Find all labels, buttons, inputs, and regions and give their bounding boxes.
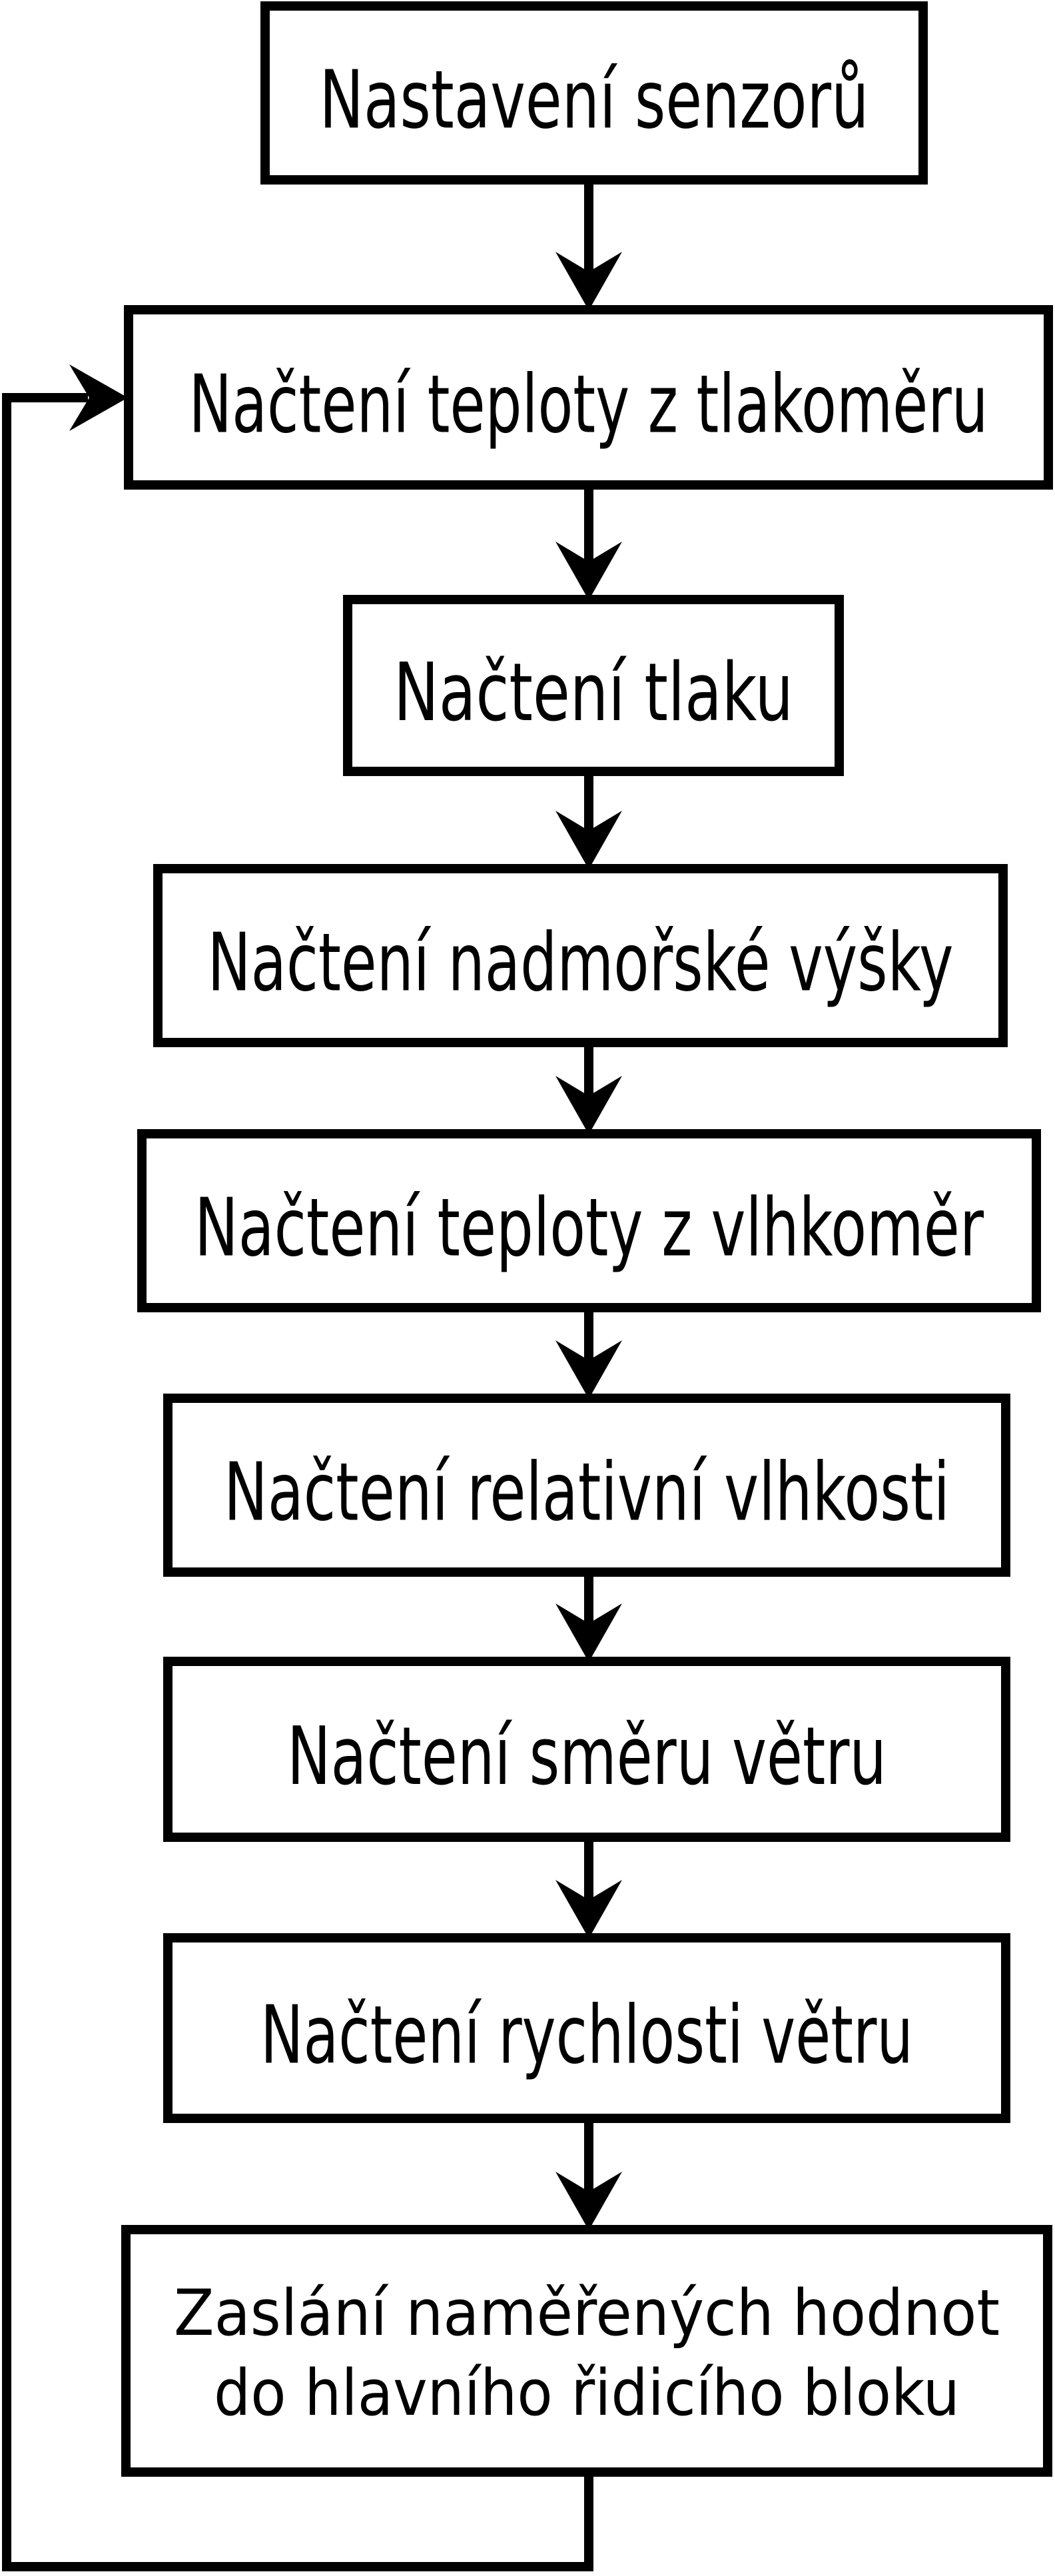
flow-node-nacteni-relativni-vlhkosti (163, 1394, 1010, 1577)
arrow-nacteni-teploty-z-tlakomeru-to-nacteni-tlaku-head (555, 542, 622, 600)
flow-node-nastaveni-senzoru (260, 1, 928, 185)
flow-node-nacteni-teploty-z-tlakomeru (124, 305, 1053, 490)
arrow-zaslani-namerenych-hodnot-to-nacteni-teploty-z-tlakomeru-head (69, 364, 128, 431)
arrow-nacteni-rychlosti-vetru-to-zaslani-namerenych-hodnot-head (555, 2172, 622, 2230)
arrow-nastaveni-senzoru-to-nacteni-teploty-z-tlakomeru-head (555, 252, 622, 310)
flow-node-label-nastaveni-senzoru: Nastavení senzorů (320, 55, 869, 147)
flow-node-nacteni-nadmorske-vysky (153, 864, 1008, 1047)
arrow-nacteni-tlaku-to-nacteni-nadmorske-vysky-head (555, 811, 622, 869)
arrow-nacteni-teploty-z-vlhkomer-to-nacteni-relativni-vlhkosti-head (555, 1340, 622, 1399)
flow-node-label-nacteni-teploty-z-tlakomeru: Načtení teploty z tlakoměru (189, 359, 988, 452)
flow-node-label-nacteni-smeru-vetru: Načtení směru větru (287, 1711, 886, 1803)
flow-node-nacteni-rychlosti-vetru (163, 1933, 1010, 2123)
arrow-nacteni-nadmorske-vysky-to-nacteni-teploty-z-vlhkomer-head (555, 1076, 622, 1134)
flow-node-zaslani-namerenych-hodnot (121, 2225, 1052, 2477)
arrow-zaslani-namerenych-hodnot-to-nacteni-teploty-z-tlakomeru-line (2, 393, 593, 2571)
flow-node-label-nacteni-nadmorske-vysky: Načtení nadmořské výšky (208, 917, 954, 1010)
arrow-nacteni-relativni-vlhkosti-to-nacteni-smeru-vetru-head (555, 1603, 622, 1662)
flow-node-label-nacteni-rychlosti-vetru: Načtení rychlosti větru (260, 1990, 913, 2082)
flow-node-nacteni-teploty-z-vlhkomer (137, 1129, 1041, 1312)
arrow-nacteni-smeru-vetru-to-nacteni-rychlosti-vetru-head (555, 1880, 622, 1938)
flow-node-label-nacteni-relativni-vlhkosti: Načtení relativní vlhkosti (224, 1447, 950, 1539)
flow-node-nacteni-tlaku (343, 595, 844, 776)
flow-node-label-nacteni-teploty-z-vlhkomer: Načtení teploty z vlhkoměr (194, 1182, 984, 1275)
flow-node-label-zaslani-namerenych-hodnot-line2: do hlavního řidicího bloku (214, 2357, 960, 2430)
flow-node-label-zaslani-namerenych-hodnot-line1: Zaslání naměřených hodnot (174, 2277, 1000, 2350)
flow-node-nacteni-smeru-vetru (163, 1657, 1010, 1842)
flow-node-label-nacteni-tlaku: Načtení tlaku (394, 647, 793, 739)
